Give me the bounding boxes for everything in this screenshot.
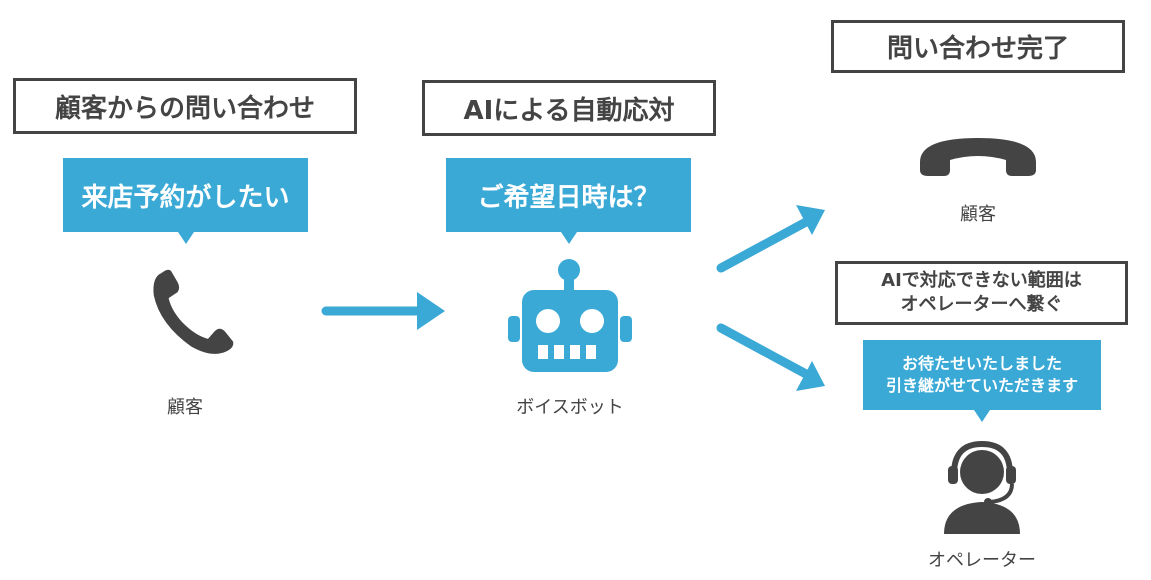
customer-inquiry-title: 顧客からの問い合わせ: [54, 93, 315, 124]
ai-speech-text: ご希望日時は？: [477, 182, 660, 213]
phone-hung-up-icon: [920, 138, 1036, 176]
customer-inquiry-title-box: 顧客からの問い合わせ: [13, 78, 357, 134]
customer-speech-bubble: 来店予約がしたい: [63, 158, 308, 244]
customer-caption: 顧客: [167, 397, 203, 418]
phone-handset-icon: [153, 269, 234, 354]
operator-caption: オペレーター: [928, 550, 1036, 571]
operator-handoff-title-line-1: AIで対応できない範囲は: [881, 270, 1082, 291]
operator-headset-icon: [944, 440, 1020, 534]
operator-speech-line-1: お待たせいたしました: [901, 354, 1062, 373]
robot-icon: [508, 259, 632, 372]
operator-handoff-title-line-2: オペレーターへ繋ぐ: [900, 294, 1063, 315]
inquiry-complete-title-box: 問い合わせ完了: [831, 20, 1125, 73]
ai-response-title: AIによる自動応対: [463, 95, 675, 126]
ai-response-title-box: AIによる自動応対: [422, 80, 716, 136]
operator-speech-line-2: 引き継がせていただきます: [885, 376, 1078, 395]
operator-handoff-title-box: AIで対応できない範囲は オペレーターへ繋ぐ: [835, 261, 1128, 325]
operator-speech-bubble: お待たせいたしました 引き継がせていただきます: [863, 340, 1101, 422]
complete-caption: 顧客: [960, 204, 996, 225]
inquiry-complete-title: 問い合わせ完了: [886, 34, 1069, 64]
ai-caption: ボイスボット: [516, 397, 624, 418]
customer-speech-text: 来店予約がしたい: [81, 182, 290, 213]
ai-speech-bubble: ご希望日時は？: [446, 158, 691, 244]
